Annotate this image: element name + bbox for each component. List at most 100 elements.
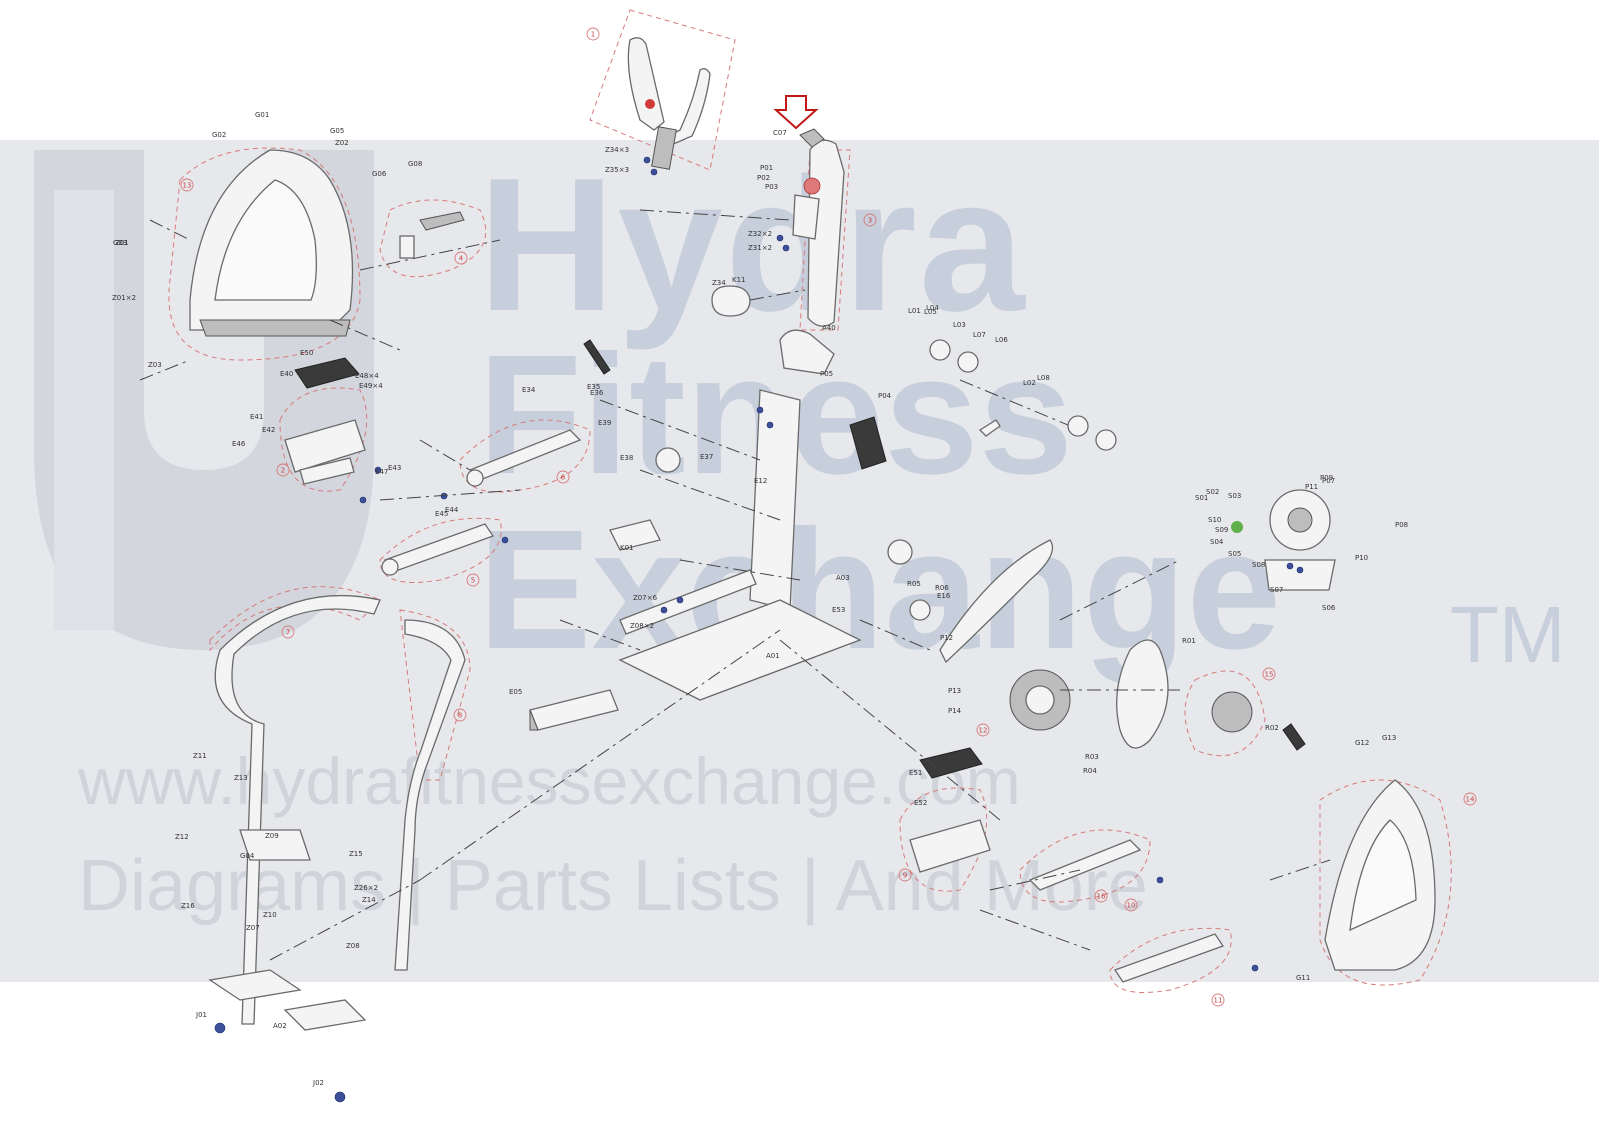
part-label: Z07×6 — [633, 594, 658, 602]
part-label: E41 — [250, 413, 263, 421]
part-label: A01 — [766, 652, 780, 660]
group-callout-circle — [276, 463, 290, 477]
part-label: G11 — [1296, 974, 1310, 982]
part-label: A02 — [273, 1022, 287, 1030]
group-callout: 4 — [454, 251, 468, 265]
group-callout-number: 1 — [591, 31, 595, 39]
group-callout-number: 8 — [458, 712, 462, 720]
part-label: Z09 — [265, 832, 279, 840]
part-label: Z31×2 — [748, 244, 772, 252]
watermark-trademark: TM — [1450, 590, 1566, 679]
group-callout-circle — [281, 625, 295, 639]
part-label: G06 — [372, 170, 387, 178]
part-label: G04 — [240, 852, 255, 860]
group-callout-number: 11 — [1214, 997, 1223, 1005]
part-label: E05 — [509, 688, 522, 696]
group-callout-circle — [556, 470, 570, 484]
part-label: K11 — [732, 276, 746, 284]
part-label: Z01×2 — [112, 294, 136, 302]
part-label: P12 — [940, 634, 953, 642]
group-callout: 6 — [556, 470, 570, 484]
part-label: G13 — [1382, 734, 1396, 742]
part-label: Z34 — [712, 279, 726, 287]
part-label: S05 — [1228, 550, 1241, 558]
part-label: E52 — [914, 799, 927, 807]
part-label: Z07 — [246, 924, 260, 932]
part-label: G02 — [212, 131, 226, 139]
group-callout-number: 15 — [1265, 671, 1274, 679]
group-callout-circle — [453, 708, 467, 722]
left-pedal-assembly — [279, 357, 382, 504]
part-label: G03 — [113, 239, 127, 247]
part-label: P14 — [948, 707, 962, 715]
part-label: S04 — [1210, 538, 1224, 546]
part-label: E39 — [598, 419, 611, 427]
group-callout: 15 — [1262, 667, 1276, 681]
part-label: R06 — [935, 584, 949, 592]
part-label: P04 — [878, 392, 892, 400]
part-label: P13 — [948, 687, 961, 695]
group-callout: 7 — [281, 625, 295, 639]
part-label: P10 — [1355, 554, 1368, 562]
part-label: E36 — [590, 389, 604, 397]
part-label: P08 — [1395, 521, 1408, 529]
part-label: Z16 — [181, 902, 195, 910]
left-pedal-arms — [379, 419, 591, 583]
part-label: A03 — [836, 574, 850, 582]
part-label: E53 — [832, 606, 845, 614]
group-callout-circle — [466, 573, 480, 587]
group-callout: 12 — [976, 723, 990, 737]
part-label: E42 — [262, 426, 275, 434]
part-label: R02 — [1265, 724, 1279, 732]
part-label: E51 — [909, 769, 922, 777]
group-callout-number: 4 — [459, 255, 464, 263]
group-callout: 11 — [1211, 993, 1225, 1007]
part-label: R04 — [1083, 767, 1097, 775]
group-callout-number: 5 — [471, 577, 475, 585]
part-label: S09 — [1215, 526, 1228, 534]
part-label: P09 — [1320, 474, 1333, 482]
group-callout-circle — [454, 251, 468, 265]
part-label: Z32×2 — [748, 230, 772, 238]
group-callout-number: 14 — [1466, 796, 1475, 804]
part-label: E12 — [754, 477, 767, 485]
group-callout-number: 6 — [561, 474, 566, 482]
part-label: R03 — [1085, 753, 1099, 761]
group-callout: 14 — [1463, 792, 1477, 806]
part-label: P05 — [820, 370, 833, 378]
part-label: R01 — [1182, 637, 1196, 645]
part-label: E48×4 — [355, 372, 379, 380]
part-label: L01 — [908, 307, 921, 315]
part-label: K01 — [620, 544, 634, 552]
part-label: S02 — [1206, 488, 1219, 496]
group-callout-number: 13 — [183, 182, 192, 190]
group-callout-circle — [976, 723, 990, 737]
part-label: P02 — [757, 174, 770, 182]
part-label: Z35×3 — [605, 166, 629, 174]
part-label: S06 — [1322, 604, 1336, 612]
part-label: L03 — [953, 321, 966, 329]
leader-lines — [139, 209, 1331, 961]
group-callout-circle — [1463, 792, 1477, 806]
group-callout-circle — [586, 27, 600, 41]
rear-stabilizer — [529, 689, 619, 731]
group-callout-circle — [1211, 993, 1225, 1007]
part-label: L04 — [926, 304, 939, 312]
part-label: R05 — [907, 580, 921, 588]
part-label-highlighted: C07 — [773, 129, 787, 137]
part-label: E40 — [280, 370, 293, 378]
part-label: E35 — [587, 383, 600, 391]
part-label: S07 — [1270, 586, 1283, 594]
part-label: P11 — [1305, 483, 1318, 491]
part-label: S10 — [1208, 516, 1221, 524]
part-label: S08 — [1252, 561, 1265, 569]
part-label: Z14 — [362, 896, 376, 904]
group-callout: 16 — [1094, 889, 1108, 903]
group-callout: 13 — [180, 178, 194, 192]
part-label: S01 — [1195, 494, 1208, 502]
group-callout-circle — [898, 868, 912, 882]
part-label: Z11 — [193, 752, 207, 760]
